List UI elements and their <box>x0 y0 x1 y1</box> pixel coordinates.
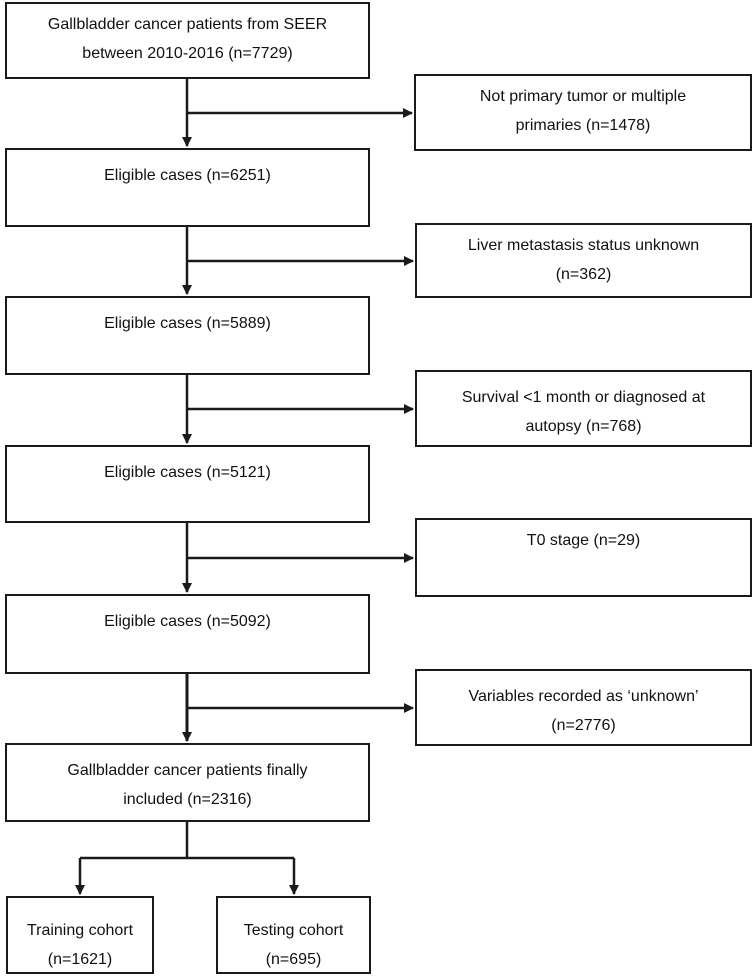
elig3-line-1: Eligible cases (n=5121) <box>104 464 271 481</box>
testing-cohort-box: Testing cohort (n=695) <box>216 896 371 974</box>
elig1-line-1: Eligible cases (n=6251) <box>104 167 271 184</box>
excl3-line-2: autopsy (n=768) <box>525 418 642 435</box>
train-line-1: Training cohort <box>26 922 134 939</box>
final-box: Gallbladder cancer patients finally incl… <box>5 743 370 822</box>
excl3-line-1: Survival <1 month or diagnosed at <box>461 389 706 406</box>
test-line-1: Testing cohort <box>243 922 344 939</box>
test-line-2: (n=695) <box>265 951 322 968</box>
excl5-line-2: (n=2776) <box>551 717 616 734</box>
excl4-line-1: T0 stage (n=29) <box>526 532 641 549</box>
elig3-box: Eligible cases (n=5121) <box>5 445 370 523</box>
excl5-box: Variables recorded as ‘unknown’ (n=2776) <box>415 669 752 746</box>
excl3-box: Survival <1 month or diagnosed at autops… <box>415 370 752 447</box>
excl2-line-2: (n=362) <box>555 266 612 283</box>
excl5-line-1: Variables recorded as ‘unknown’ <box>468 688 699 705</box>
excl2-box: Liver metastasis status unknown (n=362) <box>415 223 752 298</box>
train-line-2: (n=1621) <box>47 951 113 968</box>
elig4-line-1: Eligible cases (n=5092) <box>104 613 271 630</box>
final-line-2: included (n=2316) <box>123 791 252 808</box>
elig1-box: Eligible cases (n=6251) <box>5 148 370 227</box>
final-line-1: Gallbladder cancer patients finally <box>67 762 308 779</box>
elig4-box: Eligible cases (n=5092) <box>5 594 370 674</box>
elig2-box: Eligible cases (n=5889) <box>5 296 370 375</box>
training-cohort-box: Training cohort (n=1621) <box>6 896 154 974</box>
start-line-2: between 2010-2016 (n=7729) <box>82 45 293 62</box>
excl1-line-1: Not primary tumor or multiple <box>479 88 687 105</box>
excl4-box: T0 stage (n=29) <box>415 518 752 597</box>
elig2-line-1: Eligible cases (n=5889) <box>104 315 271 332</box>
excl2-line-1: Liver metastasis status unknown <box>467 237 700 254</box>
start-line-1: Gallbladder cancer patients from SEER <box>47 16 328 33</box>
start-box: Gallbladder cancer patients from SEER be… <box>5 2 370 79</box>
excl1-box: Not primary tumor or multiple primaries … <box>414 74 752 151</box>
excl1-line-2: primaries (n=1478) <box>515 117 651 134</box>
